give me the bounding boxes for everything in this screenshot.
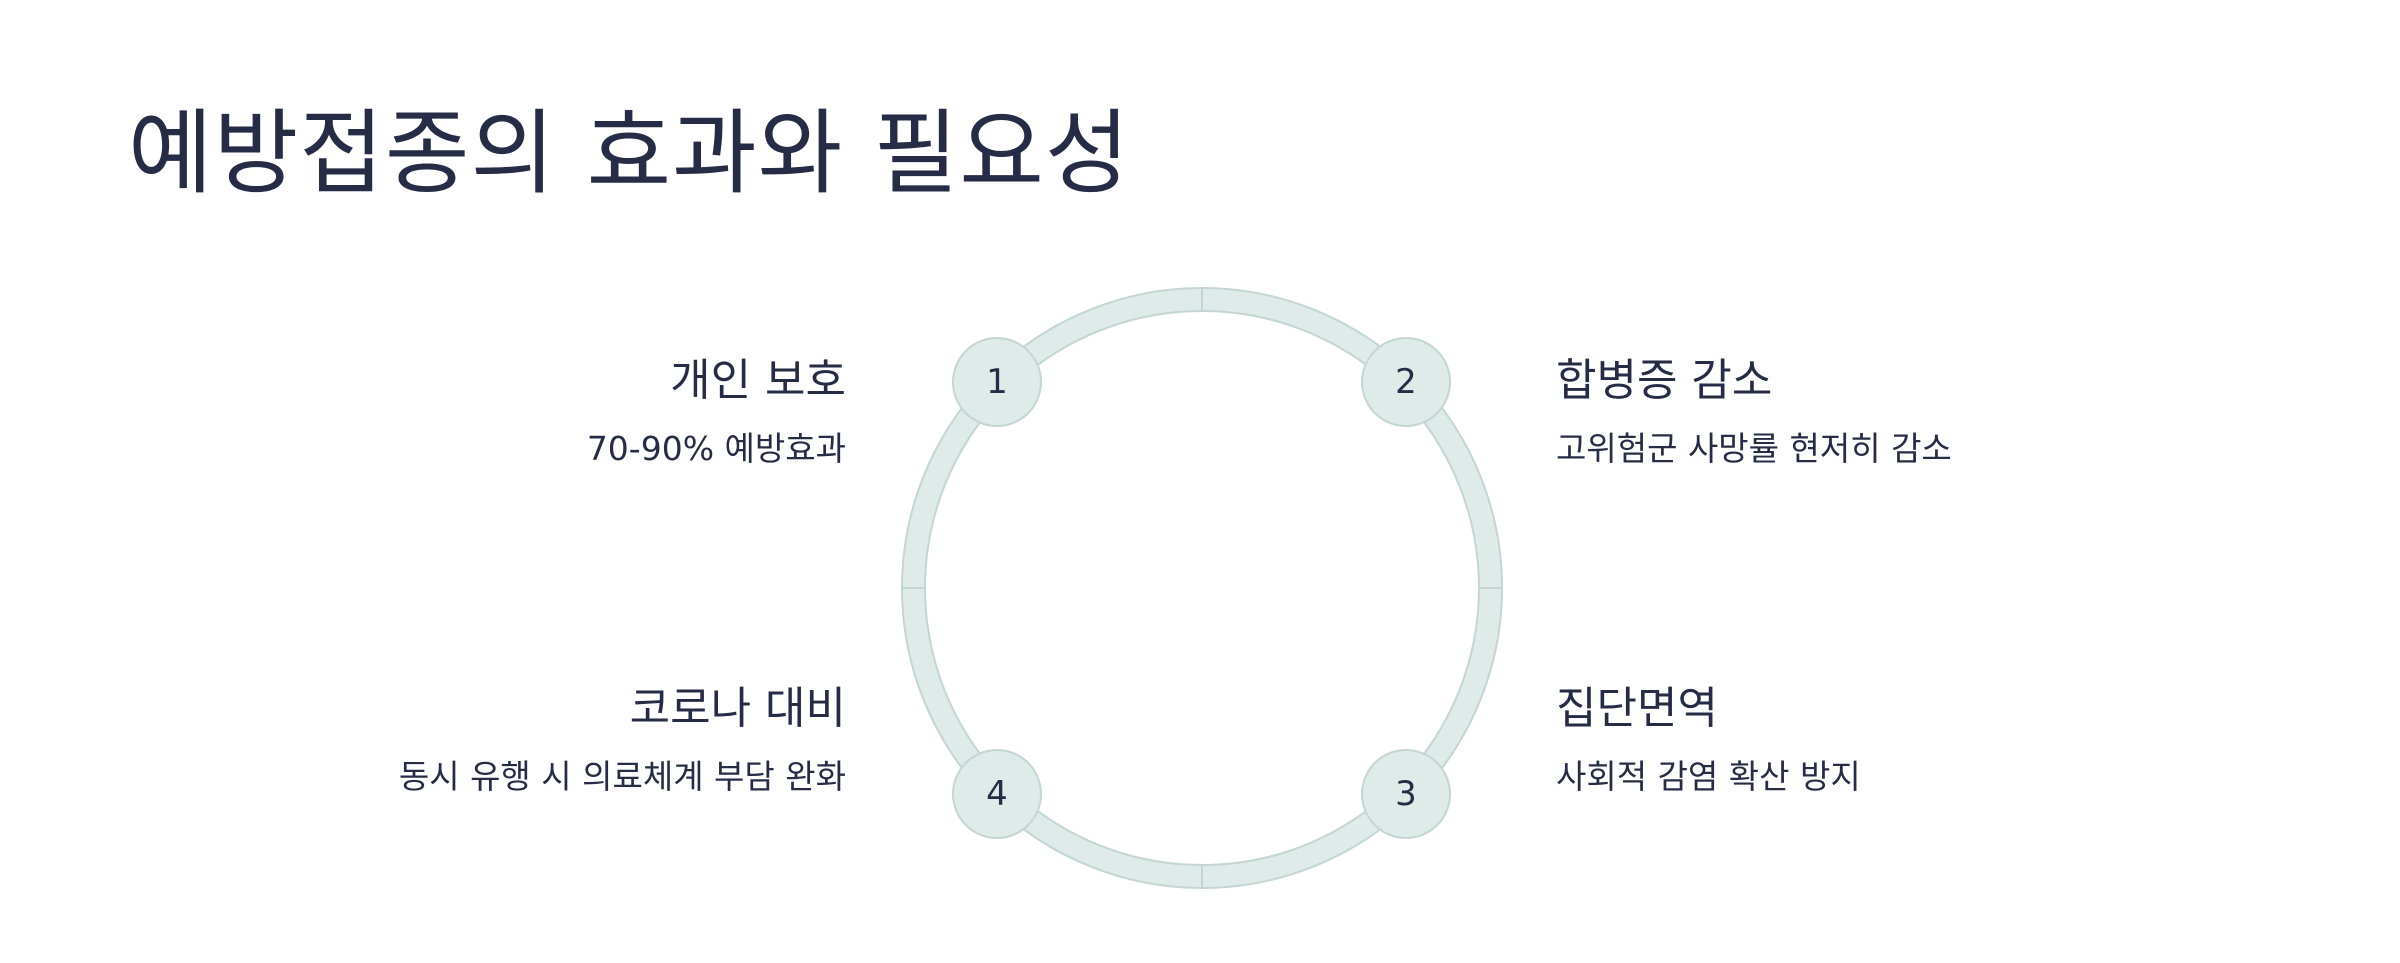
step-4-text: 코로나 대비 동시 유행 시 의료체계 부담 완화 bbox=[326, 681, 846, 799]
step-number: 2 bbox=[1395, 362, 1417, 402]
step-1-text: 개인 보호 70-90% 예방효과 bbox=[326, 353, 846, 471]
step-node-4: 4 bbox=[952, 749, 1042, 839]
step-number: 4 bbox=[986, 774, 1008, 814]
step-2-text: 합병증 감소 고위험군 사망률 현저히 감소 bbox=[1556, 353, 2076, 471]
step-number: 1 bbox=[986, 362, 1008, 402]
step-description: 고위험군 사망률 현저히 감소 bbox=[1556, 429, 1952, 468]
step-number: 3 bbox=[1395, 774, 1417, 814]
step-node-3: 3 bbox=[1361, 749, 1451, 839]
step-node-1: 1 bbox=[952, 337, 1042, 427]
step-description: 동시 유행 시 의료체계 부담 완화 bbox=[398, 757, 846, 796]
step-3-text: 집단면역 사회적 감염 확산 방지 bbox=[1556, 681, 2076, 799]
step-title: 개인 보호 bbox=[670, 355, 846, 406]
page-title: 예방접종의 효과와 필요성 bbox=[128, 100, 1131, 207]
step-node-2: 2 bbox=[1361, 337, 1451, 427]
cycle-ring bbox=[901, 287, 1503, 889]
step-title: 집단면역 bbox=[1556, 683, 1718, 734]
step-title: 코로나 대비 bbox=[629, 683, 846, 734]
step-description: 사회적 감염 확산 방지 bbox=[1556, 757, 1861, 796]
step-description: 70-90% 예방효과 bbox=[586, 429, 846, 468]
step-title: 합병증 감소 bbox=[1556, 355, 1773, 406]
